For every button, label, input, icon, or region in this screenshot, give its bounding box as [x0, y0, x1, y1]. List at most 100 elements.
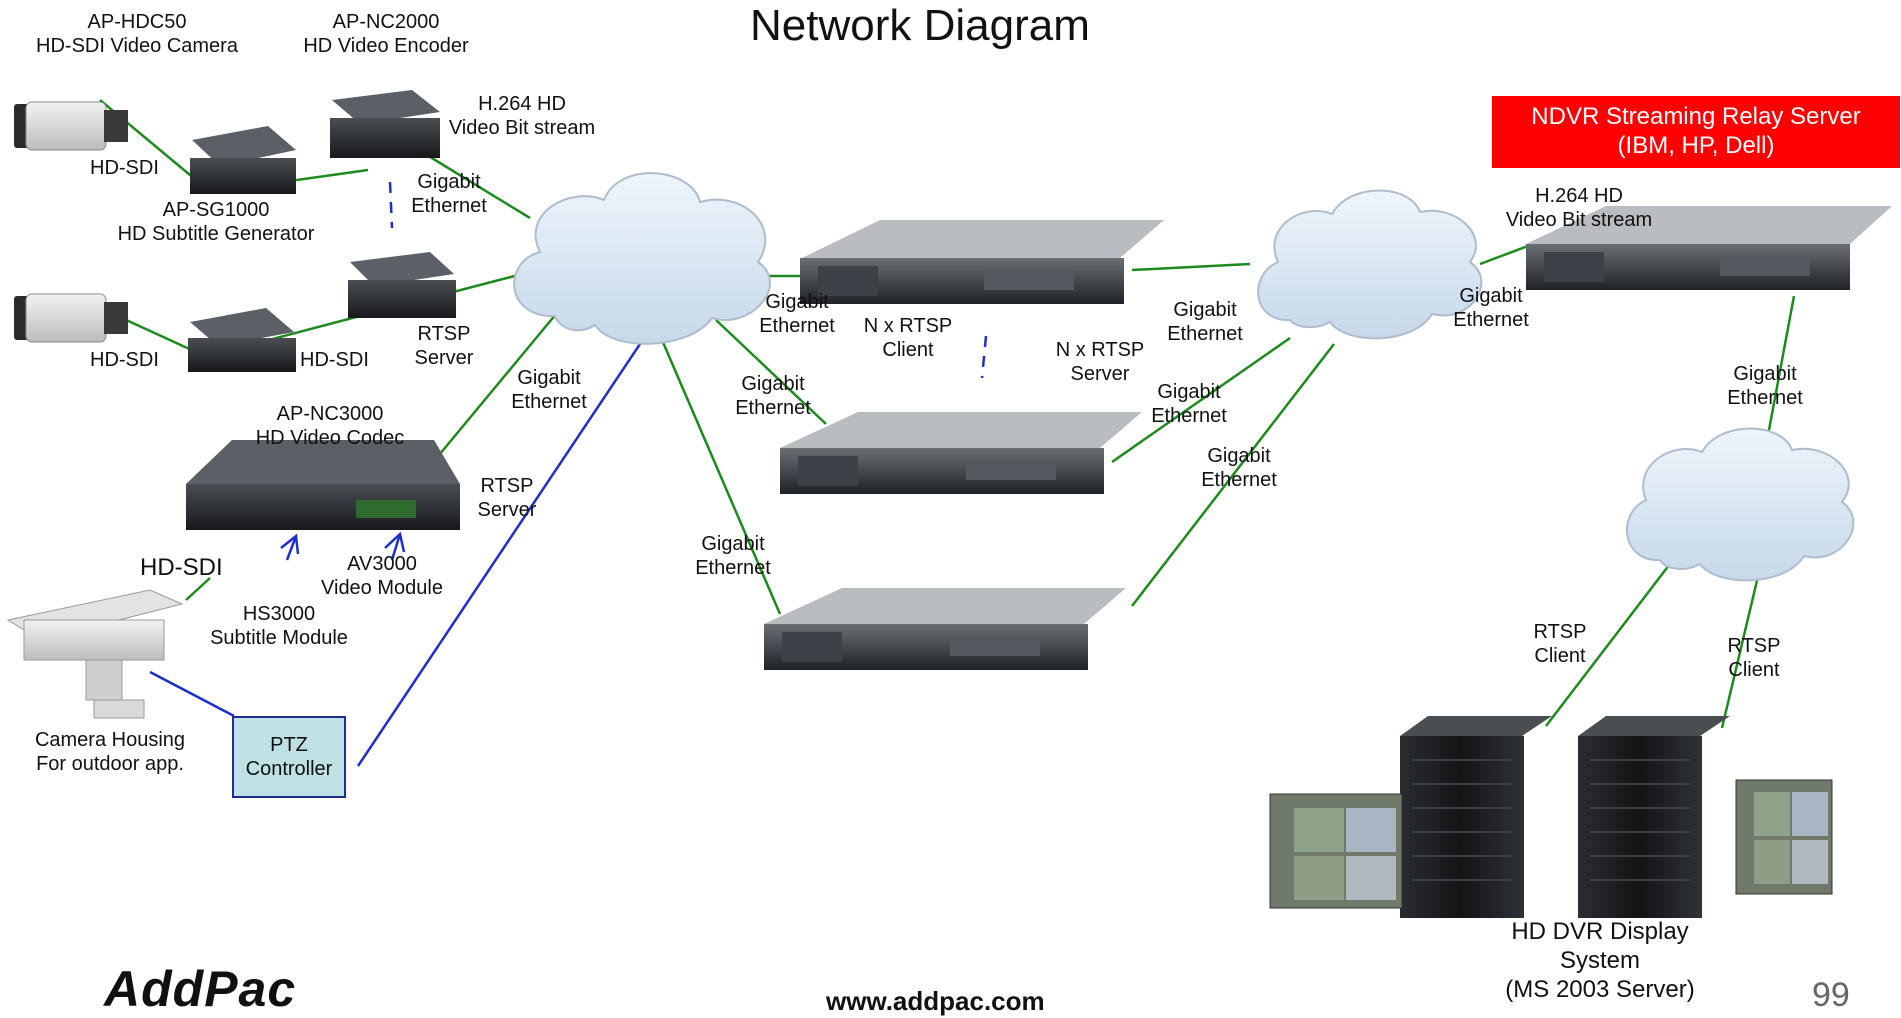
- dvr-screenshot-left-icon: [1269, 793, 1403, 909]
- gigabit-d-line2: Ethernet: [1151, 405, 1227, 427]
- h264-right-line2: Video Bit stream: [1505, 209, 1653, 231]
- encoder-model: AP-NC2000: [332, 11, 440, 33]
- camera-model: AP-HDC50: [87, 11, 187, 33]
- av3000-model: AV3000: [347, 553, 417, 575]
- ndvr-relay-server-icon: [1526, 206, 1892, 290]
- rtsp-client-a-label: RTSP Client: [1520, 620, 1600, 668]
- codec-model: AP-NC3000: [276, 403, 384, 425]
- subgen-label: AP-SG1000 HD Subtitle Generator: [96, 198, 336, 246]
- link-cloud-dvr3: [660, 339, 782, 615]
- hd-video-codec-icon: [186, 440, 460, 530]
- gigabit-e-line2: Ethernet: [1201, 469, 1277, 491]
- camera-label: AP-HDC50 HD-SDI Video Camera: [24, 10, 250, 58]
- gigabit-label-e: Gigabit Ethernet: [1194, 444, 1284, 492]
- subtitle-generator-1-icon: [190, 126, 296, 194]
- gigabit-a-line2: Ethernet: [759, 315, 835, 337]
- ptz-line2: Controller: [245, 758, 333, 780]
- hs3000-desc: Subtitle Module: [210, 627, 348, 649]
- ptz-controller-box: PTZ Controller: [232, 716, 346, 798]
- arrow-av3000-head: [384, 531, 406, 553]
- hd-dvr-server-1-icon: [800, 220, 1164, 304]
- hdsdi-label-1: HD-SDI: [90, 157, 159, 179]
- gigabit-encoder-line2: Ethernet: [411, 195, 487, 217]
- nx-rtsp-client-label: N x RTSP Client: [858, 314, 958, 362]
- gigabit-c-line2: Ethernet: [735, 397, 811, 419]
- camera-housing-label: Camera Housing For outdoor app.: [20, 728, 200, 776]
- hd-dvr-server-3-icon: [764, 588, 1126, 670]
- subgen-desc: HD Subtitle Generator: [117, 223, 315, 245]
- rtsp-client-a-line2: Client: [1534, 645, 1586, 667]
- subgen-model: AP-SG1000: [162, 199, 270, 221]
- rtsp-links: [149, 181, 988, 767]
- codec-desc: HD Video Codec: [255, 427, 405, 449]
- av3000-label: AV3000 Video Module: [312, 552, 452, 600]
- gigabit-label-b: Gigabit Ethernet: [1160, 298, 1250, 346]
- ndvr-relay-server-title: NDVR Streaming Relay Server (IBM, HP, De…: [1492, 96, 1900, 168]
- gigabit-b-line1: Gigabit: [1173, 299, 1237, 321]
- codec-label: AP-NC3000 HD Video Codec: [240, 402, 420, 450]
- gigabit-label-codec: Gigabit Ethernet: [504, 366, 594, 414]
- ndvr-line2: (IBM, HP, Dell): [1617, 132, 1775, 159]
- link-housing-ptz: [149, 670, 235, 718]
- link-dvr1-cloud2: [1131, 262, 1251, 272]
- h264-right-label: H.264 HD Video Bit stream: [1494, 184, 1664, 232]
- gigabit-g-line1: Gigabit: [1459, 285, 1523, 307]
- link-dvr3-cloud2: [1131, 343, 1335, 607]
- camera-desc: HD-SDI Video Camera: [36, 35, 238, 57]
- page-number: 99: [1812, 976, 1850, 1014]
- display-line1: HD DVR Display: [1511, 918, 1689, 945]
- cloud-wan-1: [513, 172, 771, 345]
- gigabit-label-a: Gigabit Ethernet: [754, 290, 840, 338]
- ellipsis-dvr: [980, 335, 988, 379]
- rtsp-server-mid-line2: Server: [477, 499, 537, 521]
- encoder-label: AP-NC2000 HD Video Encoder: [296, 10, 476, 58]
- website-url: www.addpac.com: [826, 986, 1045, 1016]
- housing-line2: For outdoor app.: [36, 753, 184, 775]
- rtsp-client-b-line2: Client: [1728, 659, 1780, 681]
- nx-client-line1: N x RTSP: [863, 315, 953, 337]
- link-cloud-dvr2: [715, 319, 827, 425]
- rtsp-server-left-line1: RTSP: [417, 323, 471, 345]
- h264-right-line1: H.264 HD: [1535, 185, 1623, 207]
- gigabit-label-h: Gigabit Ethernet: [1720, 362, 1810, 410]
- display-tower-1-icon: [1400, 716, 1552, 918]
- link-cloud2-ndvr: [1479, 244, 1529, 266]
- gigabit-c-line1: Gigabit: [741, 373, 805, 395]
- cloud-wan-2: [1257, 189, 1483, 340]
- ptz-line1: PTZ: [270, 734, 308, 756]
- hd-sdi-camera-1-icon: [14, 101, 128, 151]
- video-encoder-1-icon: [330, 90, 440, 158]
- nx-server-line1: N x RTSP: [1055, 339, 1145, 361]
- gigabit-label-f: Gigabit Ethernet: [688, 532, 778, 580]
- link-cloud3-tower1: [1545, 555, 1677, 727]
- gigabit-encoder-line1: Gigabit: [417, 171, 481, 193]
- addpac-logo: AddPac: [104, 961, 297, 1017]
- display-line2: System: [1559, 946, 1640, 974]
- link-cloud-ptz: [356, 337, 646, 767]
- arrow-av3000: [390, 533, 402, 561]
- nx-client-line2: Client: [882, 339, 934, 361]
- hdsdi-label-3: HD-SDI: [140, 554, 223, 581]
- rtsp-server-left-label: RTSP Server: [404, 322, 484, 370]
- hdsdi-label-2a: HD-SDI: [90, 349, 159, 371]
- nx-rtsp-server-label: N x RTSP Server: [1050, 338, 1150, 386]
- gigabit-h-line2: Ethernet: [1727, 387, 1803, 409]
- hdsdi-label-2b: HD-SDI: [300, 349, 369, 371]
- rtsp-client-b-line1: RTSP: [1727, 635, 1781, 657]
- housing-line1: Camera Housing: [34, 729, 186, 751]
- h264-top-label: H.264 HD Video Bit stream: [442, 92, 602, 140]
- display-tower-2-icon: [1578, 716, 1730, 918]
- h264-top-line1: H.264 HD: [478, 93, 566, 115]
- h264-top-line2: Video Bit stream: [448, 117, 596, 139]
- gigabit-a-line1: Gigabit: [765, 291, 829, 313]
- gigabit-label-d: Gigabit Ethernet: [1144, 380, 1234, 428]
- gigabit-b-line2: Ethernet: [1167, 323, 1243, 345]
- rtsp-server-mid-label: RTSP Server: [472, 474, 542, 522]
- link-encoder1-cloud: [421, 150, 531, 220]
- dvr-screenshot-right-icon: [1735, 779, 1833, 895]
- hd-sdi-camera-2-icon: [14, 293, 128, 343]
- gigabit-label-g: Gigabit Ethernet: [1448, 284, 1534, 332]
- gigabit-h-line1: Gigabit: [1733, 363, 1797, 385]
